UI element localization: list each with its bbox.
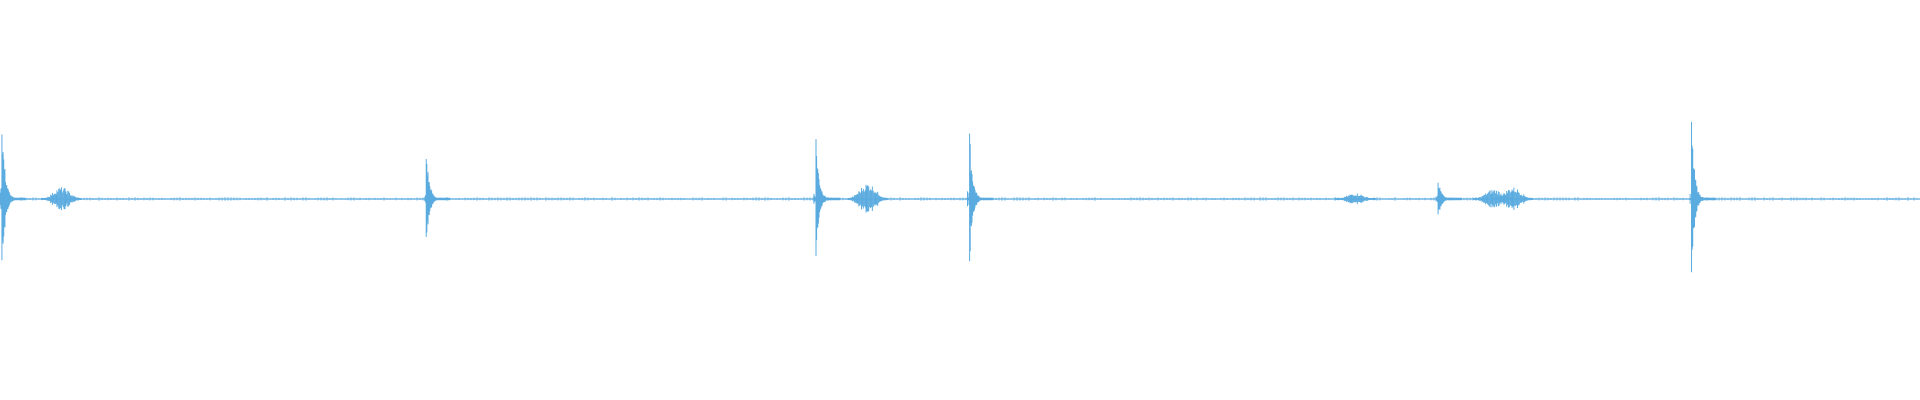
waveform-events (0, 121, 1918, 273)
